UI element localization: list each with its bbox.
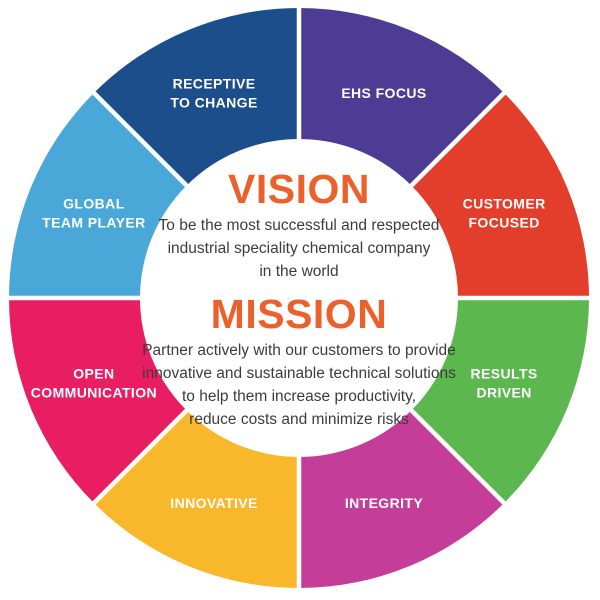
statement-line: industrial speciality chemical company [167,240,431,257]
segment-divider [89,406,191,508]
statement-line: innovative and sustainable technical sol… [142,365,456,382]
statement-line: Partner actively with our customers to p… [142,342,456,359]
vision-title: VISION [228,166,370,212]
statement-line: reduce costs and minimize risks [189,411,409,428]
vision-block: VISION To be the most successful and res… [139,167,459,283]
mission-title: MISSION [210,291,388,337]
mission-statement: Partner actively with our customers to p… [139,339,459,431]
segment-divider [407,88,509,190]
vision-statement: To be the most successful and respected i… [139,214,459,283]
segment-label-innovative: INNOVATIVE [170,495,258,511]
statement-line: to help them increase productivity, [181,388,417,405]
segment-label-integrity: INTEGRITY [345,495,424,511]
segment-divider [407,406,509,508]
statement-line: in the world [259,263,339,280]
center-text-panel: VISION To be the most successful and res… [139,167,459,431]
statement-line: To be the most successful and respected [158,217,440,234]
mission-block: MISSION Partner actively with our custom… [139,292,459,431]
segment-label-ehs-focus: EHS FOCUS [341,85,426,101]
segment-divider [89,88,191,190]
